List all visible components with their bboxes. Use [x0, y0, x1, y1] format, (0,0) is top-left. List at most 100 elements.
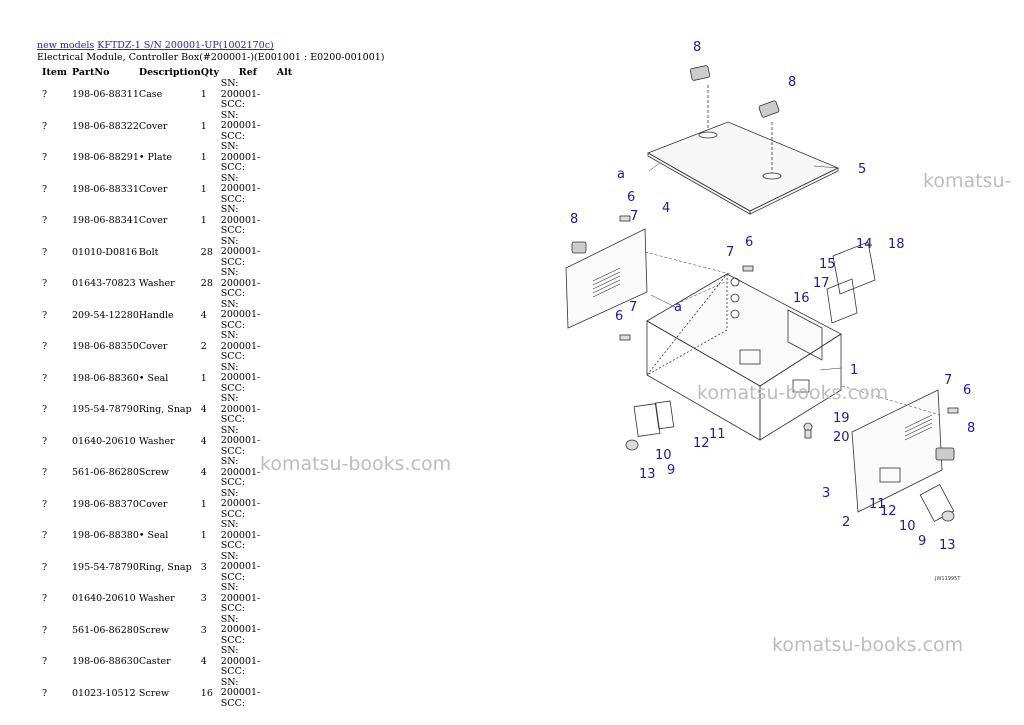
ref-cell: SN: 200001-SCC:	[220, 613, 261, 646]
description-cell: Ring, Snap	[138, 561, 192, 573]
qty-cell: 1	[200, 372, 207, 384]
ref-cell: SN: 200001-SCC:	[220, 267, 261, 299]
callout-9: 9	[667, 463, 675, 478]
seal-15	[826, 278, 858, 324]
partno-cell: 198-06-88331	[72, 183, 139, 195]
alt-cell	[277, 363, 307, 395]
item-cell: ?	[42, 183, 48, 195]
ref-cell: SN: 200001-SCC:	[220, 109, 261, 142]
parts-table: Item PartNo Description Qty Ref Alt ?198…	[37, 65, 307, 709]
header-partno: PartNo	[72, 66, 110, 78]
partno-cell: 198-06-88350	[72, 341, 139, 353]
callout-4: 4	[662, 201, 670, 216]
ref-cell: SN: 200001-SCC:	[220, 424, 261, 457]
callout-6: 6	[963, 383, 971, 398]
ref-cell: SN: 200001-SCC:	[220, 78, 261, 110]
callout-12: 12	[880, 504, 897, 519]
alt-cell	[277, 205, 307, 237]
snap-ring-13-left	[625, 439, 639, 451]
description-cell: Washer	[138, 278, 175, 290]
item-cell: ?	[42, 435, 48, 447]
callout-3: 3	[822, 486, 830, 501]
ref-cell: SN: 200001-SCC:	[220, 676, 261, 709]
qty-cell: 16	[200, 687, 213, 699]
qty-cell: 1	[200, 89, 207, 101]
partno-cell: 195-54-78790	[72, 561, 139, 573]
top-cover-side	[749, 167, 839, 215]
description-cell: Washer	[138, 435, 175, 447]
ref-cell: SN: 200001-SCC:	[220, 550, 261, 583]
description-cell: Handle	[138, 309, 174, 321]
case-bracket	[739, 349, 761, 365]
qty-cell: 1	[200, 183, 207, 195]
description-cell: Bolt	[138, 246, 159, 258]
alt-cell	[277, 331, 307, 363]
partno-cell: 195-54-78790	[72, 404, 139, 416]
alt-cell	[277, 552, 307, 584]
description-cell: • Seal	[138, 372, 169, 384]
watermark-diagram: komatsu-books.com	[697, 382, 889, 404]
qty-cell: 4	[200, 435, 207, 447]
alt-cell	[277, 646, 307, 678]
callout-7: 7	[630, 209, 638, 224]
qty-cell: 1	[200, 120, 207, 132]
right-panel-window	[879, 467, 901, 483]
ref-cell: SN: 200001-SCC:	[220, 298, 261, 331]
description-cell: Caster	[138, 656, 171, 668]
callout-7: 7	[629, 300, 637, 315]
callout-10: 10	[899, 519, 916, 534]
right-handle	[935, 447, 955, 461]
ref-cell: SN: 200001-SCC:	[220, 519, 261, 551]
alt-cell	[277, 489, 307, 521]
description-cell: Cover	[138, 215, 168, 227]
ref-cell: SN: 200001-SCC:	[220, 361, 261, 394]
bolt-6-d	[947, 407, 959, 414]
callout-13: 13	[939, 538, 956, 553]
alt-cell	[277, 268, 307, 300]
alt-cell	[277, 583, 307, 615]
item-cell: ?	[42, 467, 48, 479]
seal-10-left	[654, 400, 675, 430]
item-cell: ?	[42, 278, 48, 290]
qty-cell: 1	[200, 530, 207, 542]
description-cell: Washer	[138, 593, 175, 605]
partno-cell: 198-06-88341	[72, 215, 139, 227]
qty-cell: 4	[200, 656, 207, 668]
cover-9-left	[633, 403, 661, 437]
description-cell: Screw	[138, 467, 169, 479]
callout-2: 2	[842, 515, 850, 530]
callout-16: 16	[793, 291, 810, 306]
page-subtitle: Electrical Module, Controller Box(#20000…	[37, 52, 385, 63]
item-cell: ?	[42, 372, 48, 384]
header-description: Description	[138, 66, 201, 78]
partno-cell: 01023-10512	[72, 687, 136, 699]
partno-cell: 01010-D0816	[72, 246, 138, 258]
item-cell: ?	[42, 309, 48, 321]
breadcrumb-link-model[interactable]: KFTDZ-1 S/N 200001-UP(1002170c)	[97, 40, 274, 51]
breadcrumb-link-new-models[interactable]: new models	[37, 40, 95, 51]
watermark-right-edge: komatsu-	[923, 170, 1012, 192]
top-slot-1	[698, 131, 718, 139]
partno-cell: 01640-20610	[72, 435, 136, 447]
qty-cell: 2	[200, 341, 207, 353]
case-caster-plate	[792, 379, 810, 393]
ref-cell: SN: 200001-SCC:	[220, 582, 261, 614]
top-cover-shape	[647, 121, 839, 212]
bolt-6-c	[742, 265, 754, 272]
partno-cell: 209-54-12280	[72, 309, 139, 321]
item-cell: ?	[42, 561, 48, 573]
ref-cell: SN: 200001-SCC:	[220, 204, 261, 236]
description-cell: Cover	[138, 498, 168, 510]
partno-cell: 198-06-88322	[72, 120, 139, 132]
alt-cell	[277, 394, 307, 426]
description-cell: • Seal	[138, 530, 169, 542]
callout-14: 14	[856, 237, 873, 252]
callout-a: a	[674, 300, 682, 315]
